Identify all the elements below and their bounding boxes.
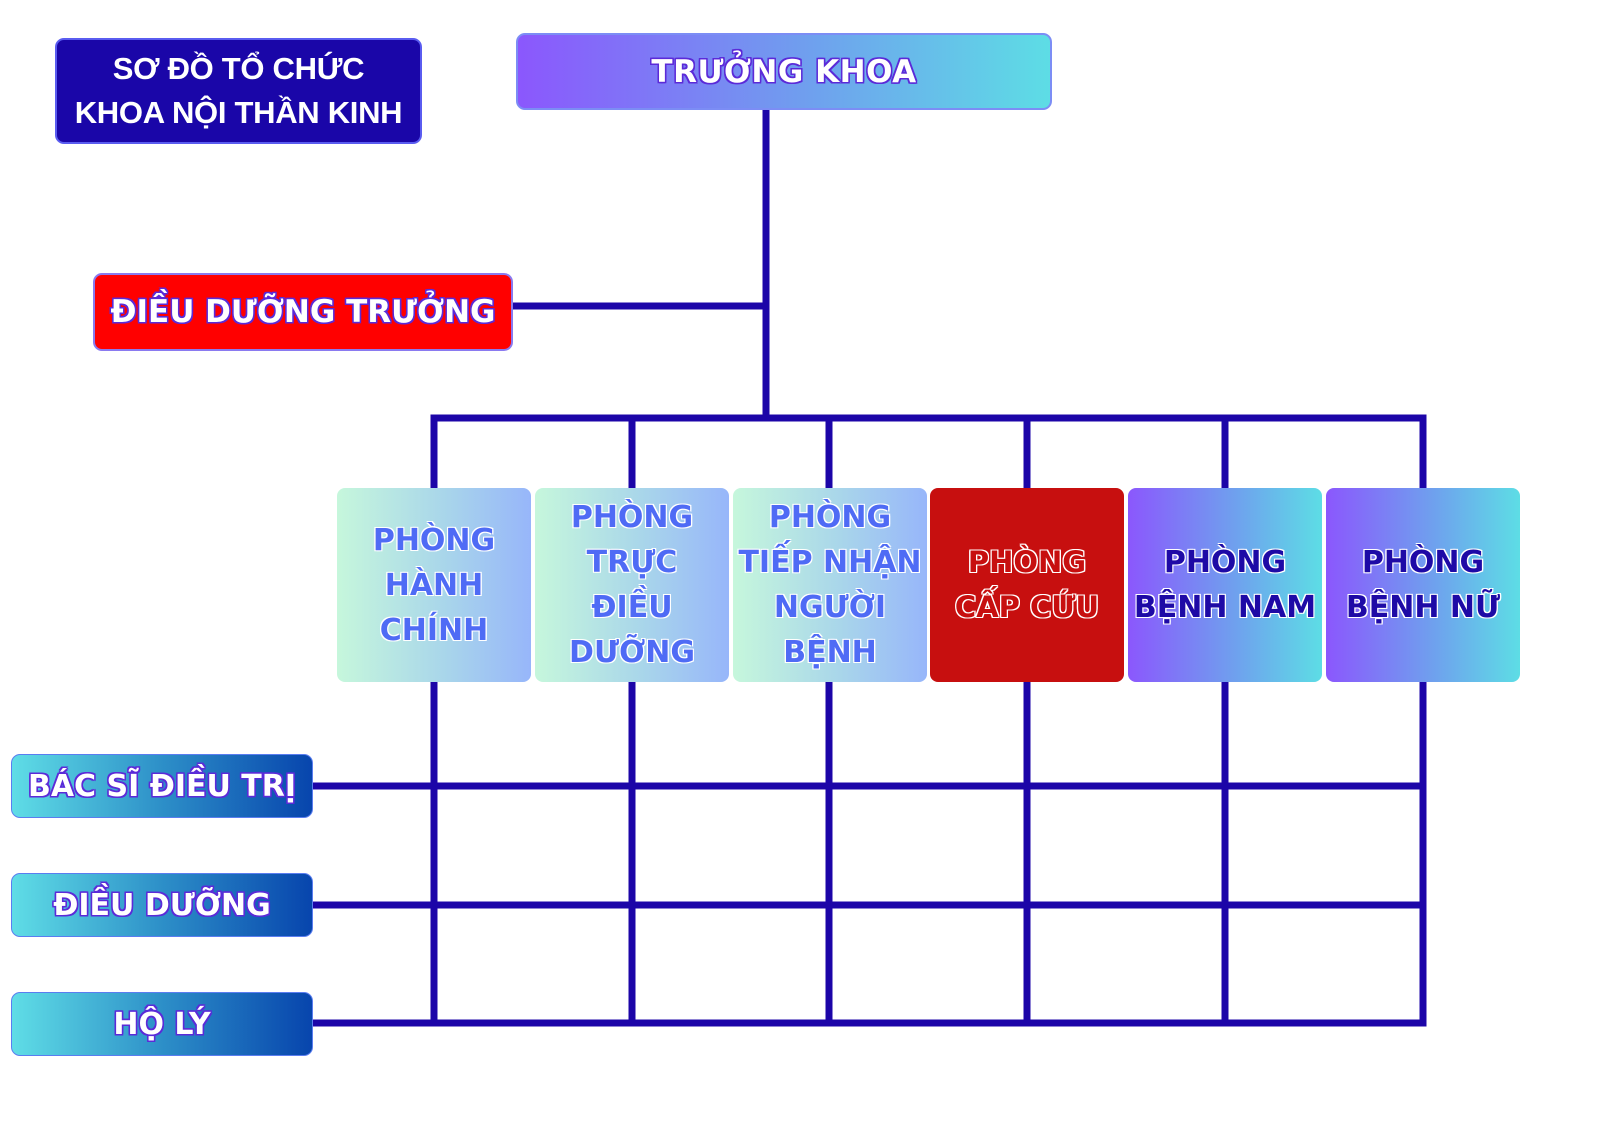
dept-line: PHÒNG [967, 545, 1087, 579]
dept-line: ĐIỀU [591, 590, 673, 625]
title-line-2: KHOA NỘI THẦN KINH [74, 95, 403, 130]
node-label: HỘ LÝ [113, 1006, 211, 1042]
node-label: ĐIỀU DƯỠNG [53, 887, 271, 923]
dept-line: CHÍNH [379, 612, 489, 648]
node-dept-administration: PHÒNG HÀNH CHÍNH [337, 488, 531, 682]
node-dept-patient-reception: PHÒNG TIẾP NHẬN NGƯỜI BỆNH [733, 488, 927, 682]
dept-line: BỆNH NỮ [1345, 590, 1501, 625]
node-label: BÁC SĨ ĐIỀU TRỊ [27, 768, 297, 804]
dept-line: PHÒNG [372, 522, 496, 558]
node-role-orderly: HỘ LÝ [11, 992, 313, 1056]
dept-line: CẤP CỨU [954, 590, 1100, 624]
dept-line: TRỰC [586, 545, 678, 580]
diagram-title: SƠ ĐỒ TỔ CHỨC KHOA NỘI THẦN KINH [55, 38, 422, 144]
node-dept-female-ward: PHÒNG BỆNH NỮ [1326, 488, 1520, 682]
dept-line: NGƯỜI [773, 590, 887, 625]
node-role-nurse: ĐIỀU DƯỠNG [11, 873, 313, 937]
title-line-1: SƠ ĐỒ TỔ CHỨC [112, 51, 365, 86]
dept-line: DƯỠNG [569, 635, 695, 670]
node-dept-emergency: PHÒNG CẤP CỨU [930, 488, 1124, 682]
node-role-doctor: BÁC SĨ ĐIỀU TRỊ [11, 754, 313, 818]
dept-line: PHÒNG [570, 500, 694, 535]
dept-line: BỆNH [783, 635, 877, 670]
dept-line: PHÒNG [1361, 545, 1485, 580]
node-head-nurse: ĐIỀU DƯỠNG TRƯỞNG [93, 273, 513, 351]
node-label: TRƯỞNG KHOA [651, 53, 917, 90]
node-dept-nursing-duty: PHÒNG TRỰC ĐIỀU DƯỠNG [535, 488, 729, 682]
dept-line: PHÒNG [1163, 545, 1287, 580]
dept-line: HÀNH [384, 567, 484, 603]
dept-line: BỆNH NAM [1133, 590, 1317, 625]
node-label: ĐIỀU DƯỠNG TRƯỞNG [110, 294, 496, 330]
dept-line: TIẾP NHẬN [738, 545, 922, 580]
dept-line: PHÒNG [768, 500, 892, 535]
node-head-of-department: TRƯỞNG KHOA [516, 33, 1052, 110]
node-dept-male-ward: PHÒNG BỆNH NAM [1128, 488, 1322, 682]
